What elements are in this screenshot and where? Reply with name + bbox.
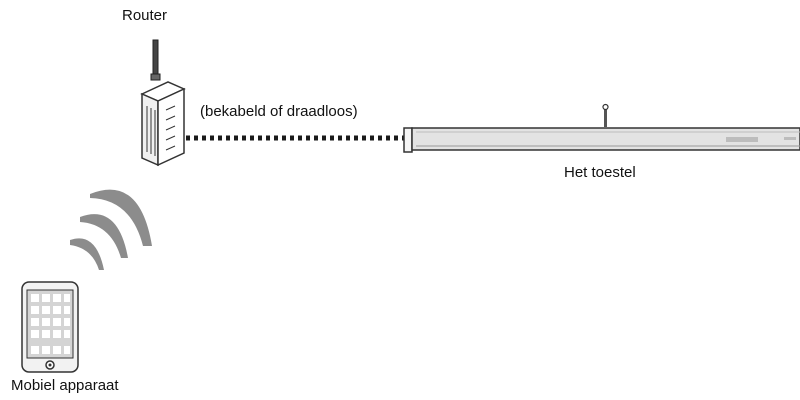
wifi-signal-icon — [70, 189, 152, 270]
soundbar-icon — [403, 103, 800, 153]
mobile-device-label: Mobiel apparaat — [11, 377, 119, 394]
router-icon — [140, 39, 186, 167]
smartphone-icon — [21, 281, 79, 373]
device-label: Het toestel — [564, 164, 636, 181]
app-tiles — [31, 294, 70, 354]
connection-label: (bekabeld of draadloos) — [200, 103, 358, 120]
router-label: Router — [122, 7, 168, 24]
